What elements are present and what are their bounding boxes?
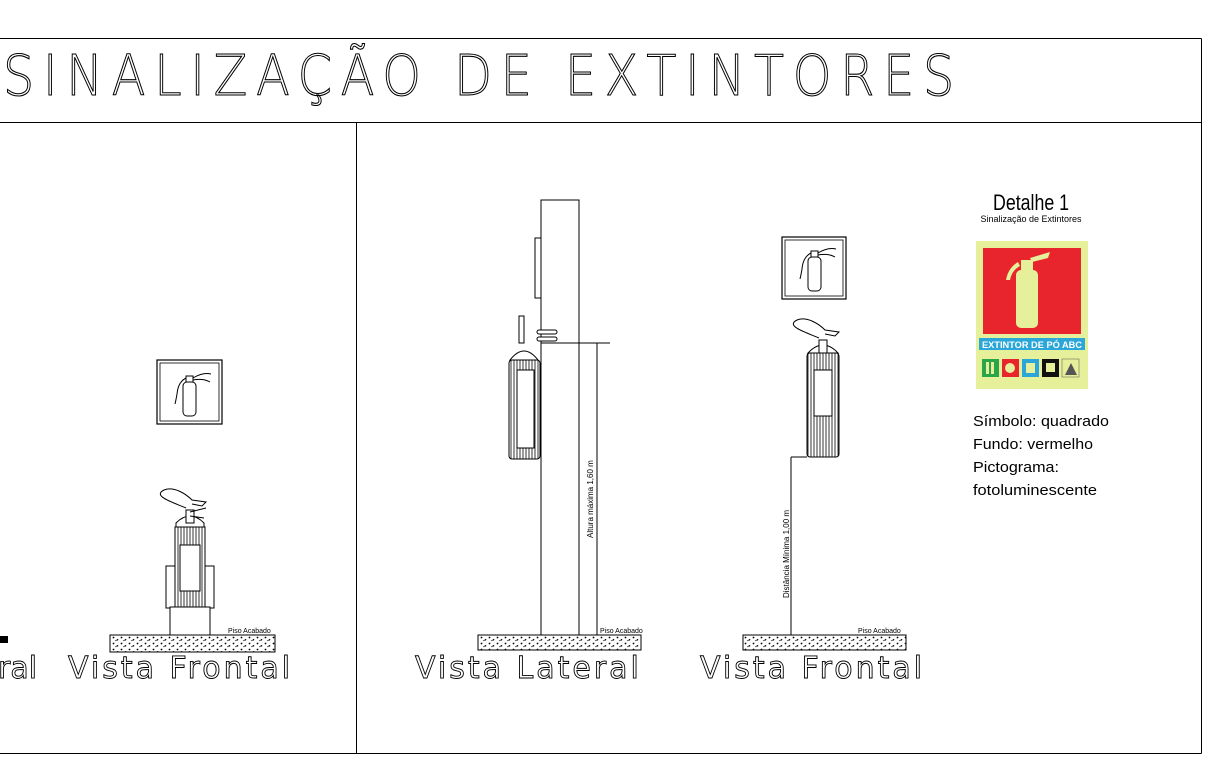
left-extinguisher <box>159 488 215 636</box>
left-floor-label: Piso Acabado <box>228 628 271 635</box>
left-sign-icon <box>156 359 223 425</box>
lateral-post <box>534 199 610 636</box>
dimension-max-height-label: Altura máxima 1,60 m <box>586 460 595 538</box>
frontal-floor <box>742 634 907 651</box>
frontal-floor-label: Piso Acabado <box>858 628 901 635</box>
lateral-floor <box>477 634 642 651</box>
spec-line: Pictograma: <box>973 459 1059 476</box>
left-view-frontal-label: Vista Frontal <box>68 651 293 686</box>
view-lateral-label: Vista Lateral <box>415 651 642 686</box>
lateral-floor-label: Piso Acabado <box>600 628 643 635</box>
detail-spec-list: Símbolo: quadrado Fundo: vermelho Pictog… <box>973 413 1109 499</box>
spec-line: fotoluminescente <box>973 482 1097 499</box>
detail-subtitle: Sinalização de Extintores <box>980 214 1082 224</box>
dimension-min-distance-label: Distância Mínima 1,00 m <box>782 510 791 598</box>
fire-extinguisher-sign: EXTINTOR DE PÓ ABC <box>976 241 1088 389</box>
lateral-extinguisher <box>508 315 558 460</box>
detail-title: Detalhe 1 <box>993 190 1069 215</box>
drawing-frame <box>0 38 1202 754</box>
page-title: SINALIZAÇÃO DE EXTINTORES <box>3 44 963 109</box>
frontal-sign-icon <box>781 236 847 300</box>
spec-line: Símbolo: quadrado <box>973 413 1109 430</box>
extinguisher-pictogram-icon <box>1006 252 1050 328</box>
left-partial-view-label: ral <box>0 651 37 686</box>
sign-text: EXTINTOR DE PÓ ABC <box>982 339 1083 350</box>
spec-line: Fundo: vermelho <box>973 436 1093 453</box>
sign-class-icons <box>982 358 1080 378</box>
view-frontal-label: Vista Frontal <box>700 651 925 686</box>
left-floor <box>0 634 276 653</box>
frontal-extinguisher <box>791 318 841 458</box>
